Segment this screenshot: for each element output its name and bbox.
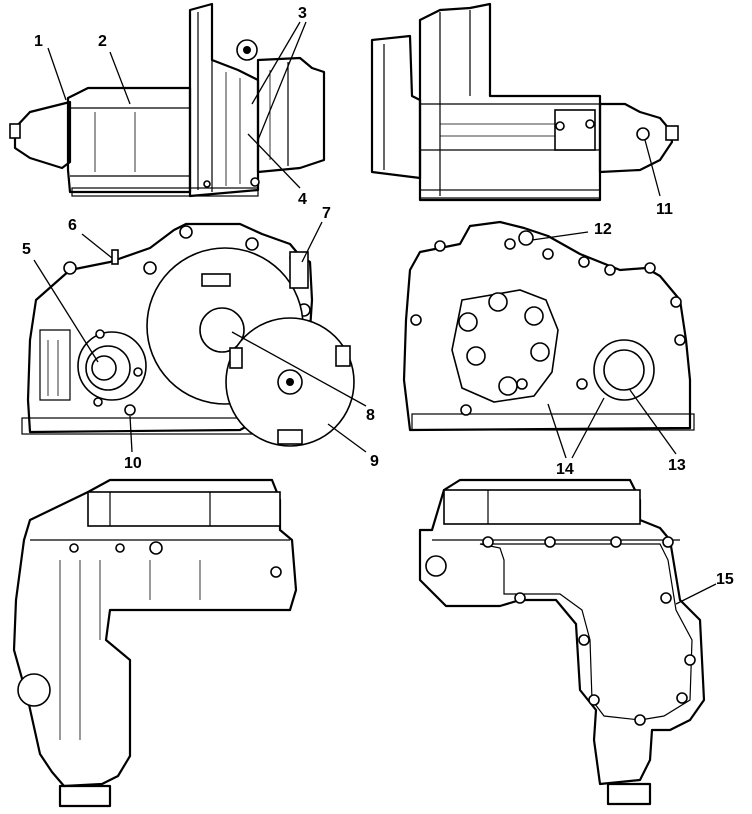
callout-7: 7 [322,205,331,222]
callout-1: 1 [34,33,43,50]
callout-3: 3 [298,5,307,22]
callout-15: 15 [716,571,734,588]
view-bottom-left-valve [12,478,298,808]
leader-lines [33,21,717,605]
view-top-right-side [370,2,679,202]
callout-13: 13 [668,457,686,474]
callout-10: 10 [124,455,142,472]
callout-14: 14 [556,461,574,478]
view-bottom-right-cover [418,478,706,806]
view-middle-right-end [402,220,695,432]
callout-11: 11 [656,201,673,218]
callout-9: 9 [370,453,379,470]
callout-2: 2 [98,33,107,50]
callout-4: 4 [298,191,307,208]
callout-6: 6 [68,217,77,234]
view-top-left-side [9,2,326,198]
callout-labels: 1 2 3 4 5 6 7 8 9 10 11 12 13 14 15 [22,5,734,588]
view-middle-left-end [21,222,355,447]
callout-8: 8 [366,407,375,424]
callout-5: 5 [22,241,31,258]
callout-12: 12 [594,221,612,238]
